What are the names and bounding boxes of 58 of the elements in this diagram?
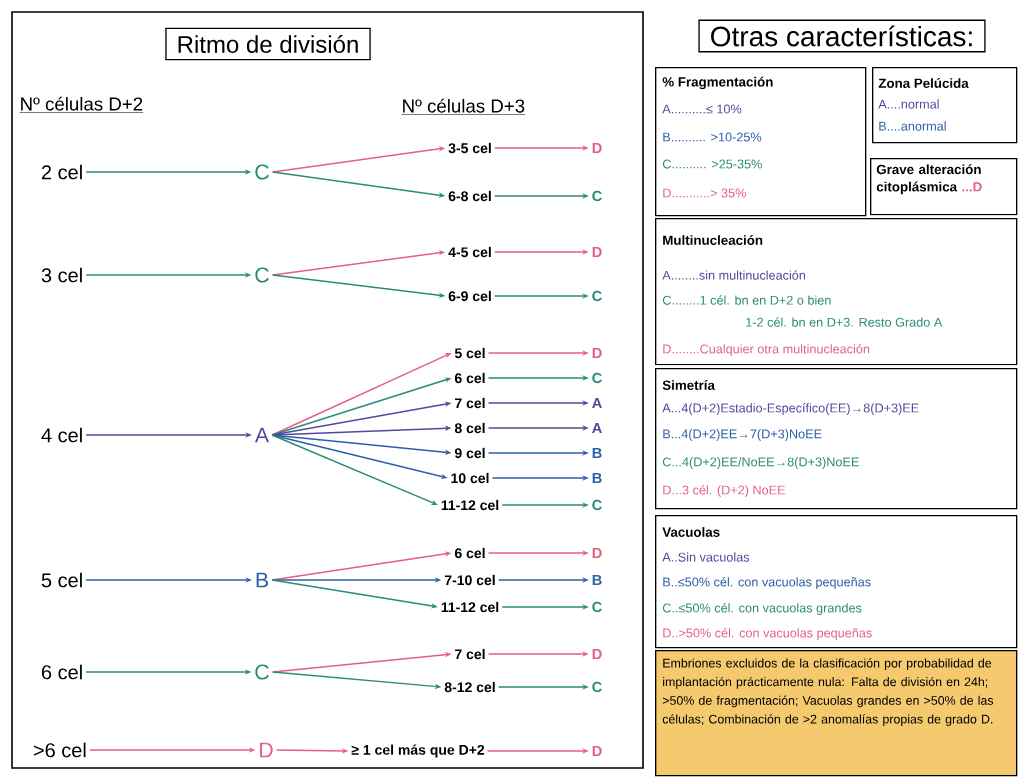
grade-letter: C	[255, 164, 269, 180]
grade-letter: C	[592, 290, 602, 302]
cell-count-label: 7 cel	[455, 397, 485, 409]
grade-letter: C	[592, 372, 602, 384]
grade-letter: C	[592, 499, 602, 511]
criteria-box: Vacuolas A..Sin vacuolas B..≤50% cél. con vacuolas pequeñas C..≤50% cél. con vacuolas grandes D..>50% cél. con vacuolas pequeñas	[655, 515, 1018, 649]
criteria-box: Grave alteración citoplásmica ...D	[870, 158, 1018, 216]
cell-count-label: >6 cel	[33, 742, 86, 758]
grade-letter: A	[592, 422, 602, 434]
arrow	[271, 434, 438, 505]
grade-letter: A	[254, 427, 270, 443]
criteria-box: Zona Pelúcida A....normal B....anormal	[872, 67, 1018, 144]
cell-count-label: 6 cel	[41, 664, 82, 680]
cell-count-label: 11-12 cel	[441, 601, 499, 613]
grade-letter: B	[592, 472, 602, 484]
grade-letter: D	[592, 745, 602, 757]
cell-count-label: 11-12 cel	[441, 499, 499, 511]
grade-letter: C	[255, 664, 269, 680]
grade-letter: C	[255, 267, 269, 283]
cell-count-label: ≥ 1 cel más que D+2	[351, 744, 485, 758]
title-box: Ritmo de división	[165, 27, 371, 61]
title-box: Otras características:	[698, 19, 986, 53]
column-heading: Nº células D+3	[401, 98, 526, 115]
grade-letter: C	[592, 601, 602, 613]
criteria-box: Simetría A...4(D+2)Estadio-Específico(EE)→8(D+3)EE B...4(D+2)EE→7(D+3)NoEE C...4(D+2)EE/NoEE→8(D+3)NoEE D...3 cél. (D+2) NoEE	[655, 368, 1018, 510]
cell-count-label: 2 cel	[41, 164, 82, 180]
cell-count-label: 6 cel	[454, 372, 485, 384]
cell-count-label: 9 cel	[454, 447, 485, 459]
grade-letter: D	[260, 742, 273, 758]
cell-count-label: 5 cel	[41, 572, 82, 588]
cell-count-label: 6-9 cel	[448, 290, 491, 302]
cell-count-label: 6 cel	[454, 547, 485, 559]
column-heading: Nº células D+2	[19, 96, 144, 113]
cell-count-label: 8-12 cel	[444, 681, 495, 693]
cell-count-label: 7 cel	[455, 648, 485, 660]
grade-letter: B	[592, 574, 602, 586]
grade-letter: C	[592, 190, 602, 202]
cell-count-label: 7-10 cel	[444, 574, 495, 586]
cell-count-label: 3-5 cel	[448, 142, 491, 154]
cell-count-label: 10 cel	[451, 472, 489, 484]
grade-letter: B	[592, 447, 602, 459]
grade-letter: A	[592, 397, 602, 409]
grade-letter: D	[592, 142, 602, 154]
criteria-box: % Fragmentación A..........≤ 10% B.......... >10-25% C.......... >25-35% D...........> 35%	[655, 67, 867, 217]
cell-count-label: 5 cel	[454, 347, 485, 359]
cell-count-label: 4-5 cel	[448, 246, 491, 258]
grade-letter: D	[592, 246, 602, 258]
grade-letter: D	[592, 347, 602, 359]
cell-count-label: 8 cel	[454, 422, 485, 434]
grade-letter: D	[592, 547, 602, 559]
cell-count-label: 6-8 cel	[448, 190, 491, 202]
note-box: Embriones excluidos de la clasificación por probabilidad de implantación prácticamente nula: Falta de división en 24h; >50% de fragmentación; Vacuolas grandes en >50% de las células; Combinación de >2 anomalías propias de grado D.	[655, 650, 1018, 777]
cell-count-label: 3 cel	[41, 267, 82, 283]
grade-letter: D	[592, 648, 602, 660]
cell-count-label: 4 cel	[41, 427, 82, 443]
criteria-box: Multinucleación A........sin multinucleación C........1 cél. bn en D+2 o bien 1-2 cél. bn en D+3. Resto Grado A D........Cualquier otra multinucleación	[655, 218, 1018, 366]
grade-letter: B	[256, 572, 268, 588]
grade-letter: C	[592, 681, 602, 693]
